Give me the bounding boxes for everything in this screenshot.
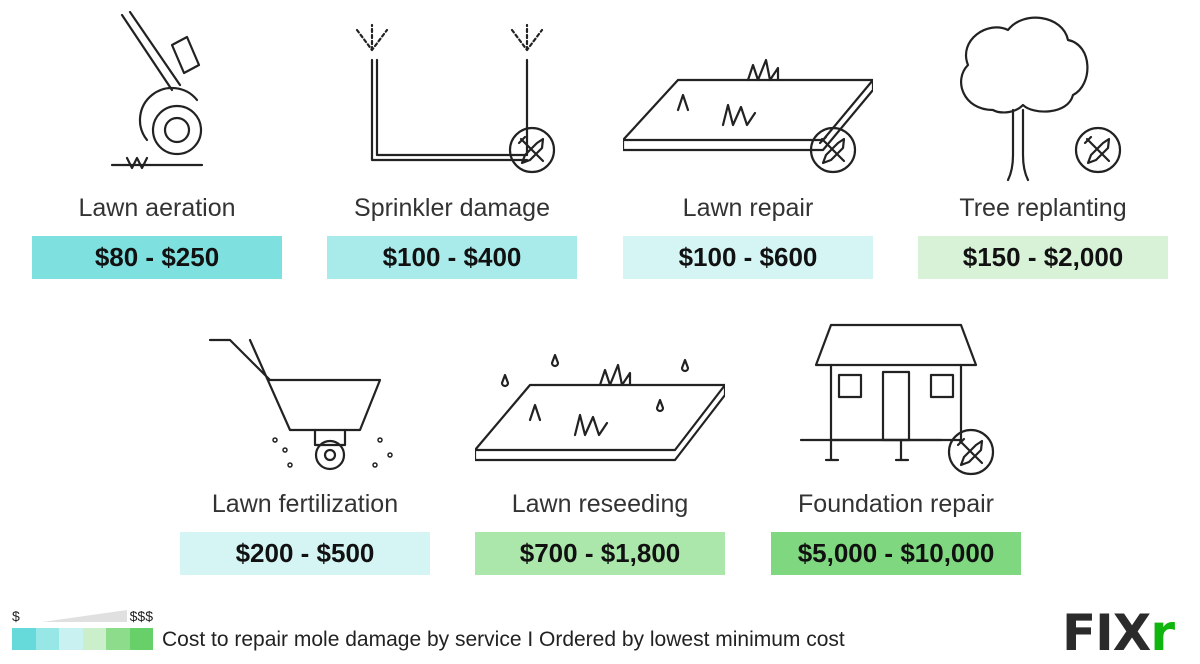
service-label: Lawn aeration bbox=[78, 194, 236, 222]
legend-low: $ bbox=[12, 608, 20, 624]
aerator-icon bbox=[110, 10, 204, 170]
service-label: Sprinkler damage bbox=[354, 194, 550, 222]
price-badge: $100 - $600 bbox=[623, 236, 873, 279]
caption: Cost to repair mole damage by service I … bbox=[162, 628, 845, 651]
lawn-patch-icon bbox=[623, 58, 873, 174]
fixr-logo: FIXr bbox=[1062, 604, 1175, 662]
service-label: Lawn repair bbox=[682, 194, 814, 222]
legend-scale bbox=[12, 628, 153, 650]
price-badge: $100 - $400 bbox=[327, 236, 577, 279]
service-label: Foundation repair bbox=[798, 490, 994, 518]
legend-high: $$$ bbox=[129, 608, 153, 624]
service-card-lawn-aeration: Lawn aeration $80 - $250 bbox=[32, 0, 282, 279]
service-card-tree-replanting: Tree replanting $150 - $2,000 bbox=[918, 0, 1168, 279]
service-label: Tree replanting bbox=[959, 194, 1127, 222]
price-badge: $80 - $250 bbox=[32, 236, 282, 279]
legend-ramp bbox=[42, 610, 127, 622]
house-icon bbox=[799, 323, 995, 476]
price-badge: $150 - $2,000 bbox=[918, 236, 1168, 279]
service-label: Lawn reseeding bbox=[511, 490, 689, 518]
spreader-icon bbox=[208, 338, 393, 471]
reseeding-icon bbox=[475, 353, 725, 462]
service-card-lawn-repair: Lawn repair $100 - $600 bbox=[623, 0, 873, 279]
service-card-lawn-fertilization: Lawn fertilization $200 - $500 bbox=[180, 300, 430, 575]
tree-icon bbox=[960, 16, 1122, 182]
service-card-foundation-repair: Foundation repair $5,000 - $10,000 bbox=[771, 300, 1021, 575]
price-badge: $5,000 - $10,000 bbox=[771, 532, 1021, 575]
cost-legend: $ $$$ bbox=[12, 608, 153, 650]
service-label: Lawn fertilization bbox=[211, 490, 399, 518]
price-badge: $700 - $1,800 bbox=[475, 532, 725, 575]
service-card-lawn-reseeding: Lawn reseeding $700 - $1,800 bbox=[475, 300, 725, 575]
service-card-sprinkler-damage: Sprinkler damage $100 - $400 bbox=[327, 0, 577, 279]
price-badge: $200 - $500 bbox=[180, 532, 430, 575]
sprinkler-icon bbox=[355, 23, 556, 174]
